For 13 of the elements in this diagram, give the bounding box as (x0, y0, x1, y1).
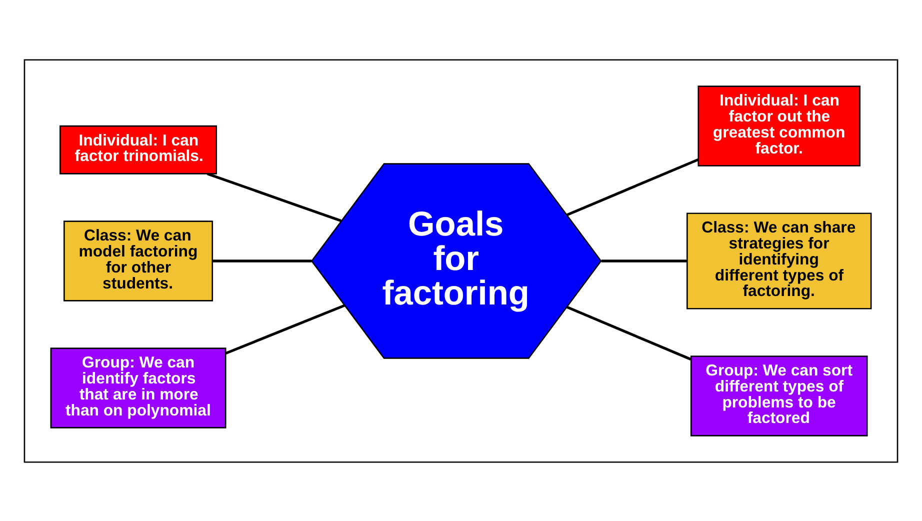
node-box: Group: We can identify factors that are in more than on polynomial (50, 347, 226, 428)
cluster (24, 58, 898, 462)
connector (566, 158, 699, 216)
connector (566, 305, 692, 360)
node-box: Individual: I can factor out the greatest common factor. (698, 85, 860, 166)
node-box: Class: We can share strategies for identifying different types of factoring. (686, 212, 872, 309)
connector (212, 259, 312, 262)
connector (225, 304, 346, 354)
node-box: Individual: I can factor trinomials. (60, 124, 217, 174)
connector (601, 259, 687, 262)
node-box: Class: We can model factoring for other students. (64, 220, 214, 301)
connector (206, 172, 342, 222)
node-box: Group: We can sort different types of problems to be factored (690, 355, 868, 436)
